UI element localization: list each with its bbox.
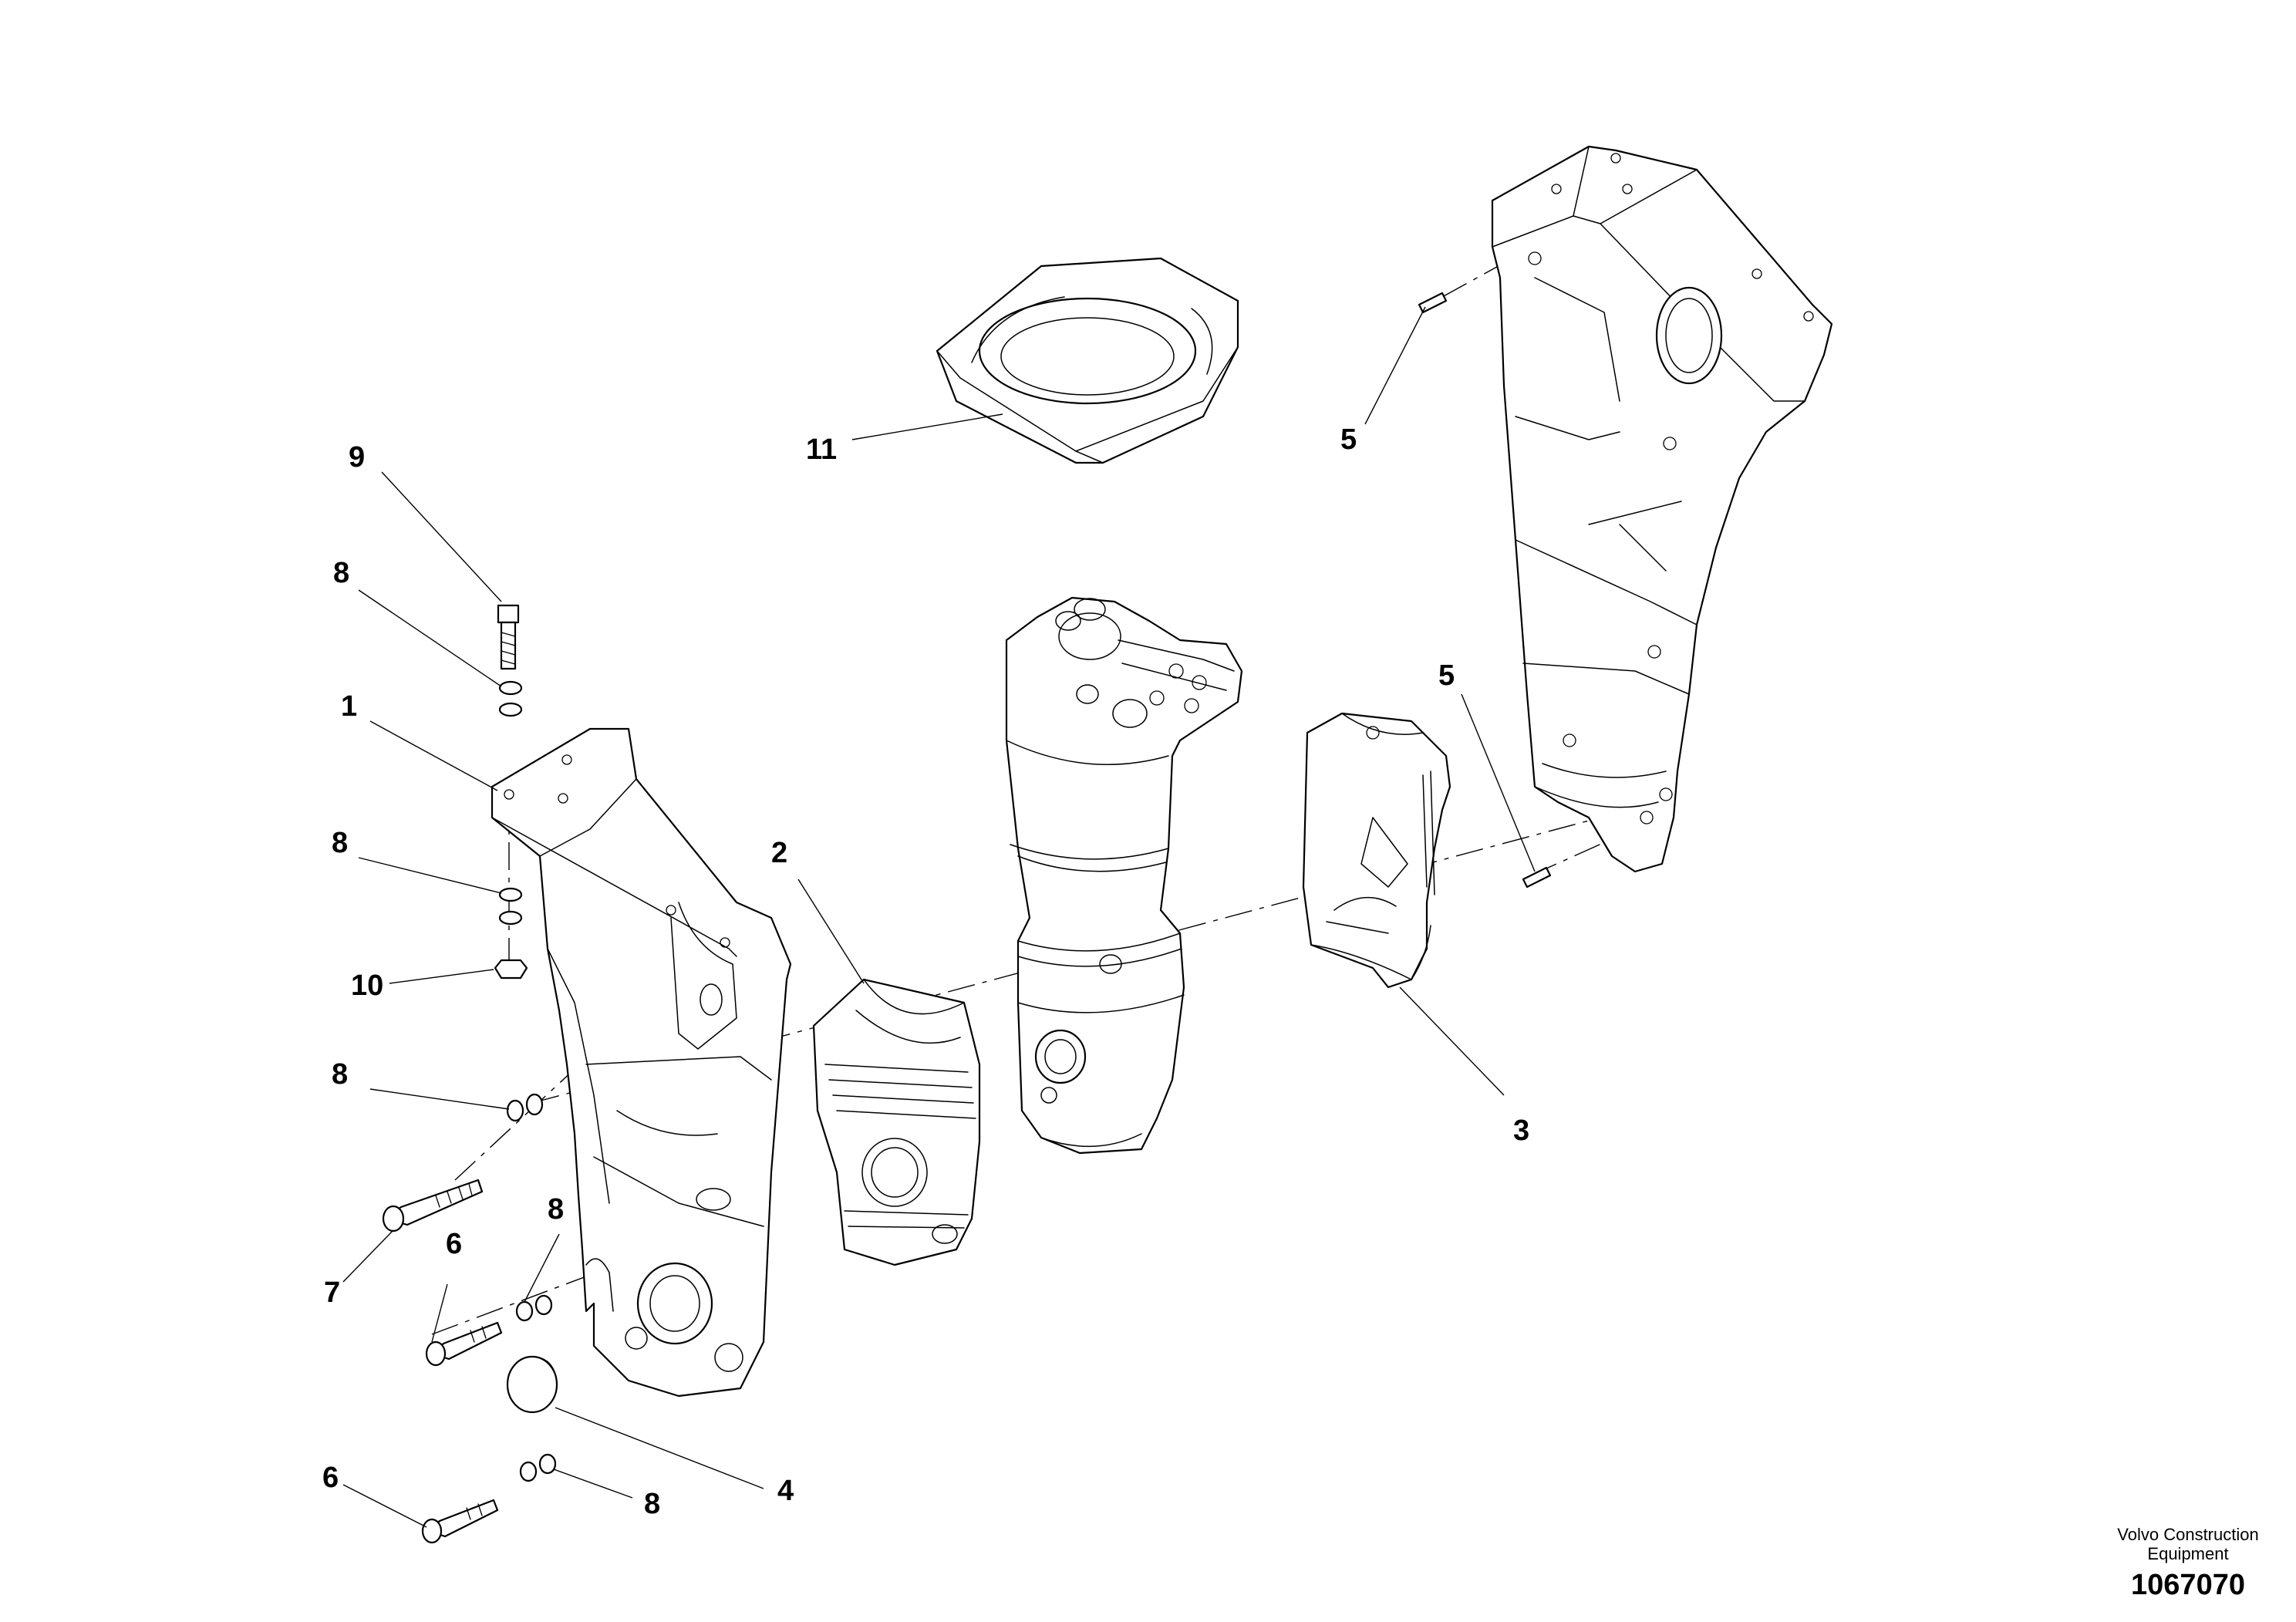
part-4-plug <box>506 1355 558 1414</box>
callout-4: 4 <box>777 1475 794 1507</box>
callout-10: 10 <box>351 969 383 1002</box>
part-8-washer-d <box>498 910 523 926</box>
callout-8: 8 <box>333 557 349 589</box>
part-2-sleeve <box>812 978 981 1266</box>
part-8-washer-b <box>498 702 523 717</box>
callout-3: 3 <box>1513 1114 1529 1147</box>
part-11-top-cover <box>936 257 1239 464</box>
callout-labels: 9 8 1 8 10 8 7 6 8 6 8 4 2 3 5 5 11 <box>322 423 1529 1520</box>
part-8-washer-h <box>534 1294 553 1316</box>
hardware <box>382 292 1552 1544</box>
drawing-number: 1067070 <box>2131 1569 2245 1601</box>
part-6-screw-lower <box>421 1499 499 1544</box>
callout-8: 8 <box>332 1058 348 1091</box>
title-block: Volvo Construction Equipment 1067070 <box>2117 1525 2258 1601</box>
callout-8: 8 <box>332 827 348 859</box>
company-name-line1: Volvo Construction <box>2117 1525 2258 1544</box>
part-1-lower-housing <box>491 727 792 1398</box>
part-7-screw <box>382 1179 484 1233</box>
callout-2: 2 <box>771 837 787 869</box>
callout-6: 6 <box>446 1228 462 1260</box>
callout-11: 11 <box>806 433 837 466</box>
part-8-washer-c <box>498 887 523 902</box>
part-9-bolt <box>497 604 520 670</box>
part-5-pin-upper <box>1418 292 1448 314</box>
leader-lines <box>342 306 1536 1528</box>
callout-6: 6 <box>322 1462 339 1494</box>
callout-7: 7 <box>324 1276 340 1309</box>
central-valve-assembly <box>1005 596 1243 1155</box>
part-5-pin-lower <box>1522 866 1552 889</box>
part-8-washer-a <box>498 680 523 696</box>
callout-5: 5 <box>1438 659 1455 692</box>
part-8-washer-f <box>525 1093 544 1116</box>
part-10-nut <box>494 959 528 980</box>
part-8-washer-e <box>506 1099 524 1122</box>
upper-housing <box>1491 145 1833 873</box>
part-8-washer-i <box>519 1461 538 1482</box>
part-8-washer-g <box>515 1300 534 1322</box>
callout-8: 8 <box>644 1488 660 1520</box>
part-3-half-shell <box>1302 712 1451 989</box>
part-8-washer-j <box>538 1453 557 1475</box>
callout-8: 8 <box>548 1193 564 1226</box>
part-6-screw-upper <box>425 1321 503 1367</box>
callout-5: 5 <box>1340 423 1357 456</box>
callout-1: 1 <box>341 690 357 723</box>
callout-9: 9 <box>349 441 365 474</box>
company-name-line2: Equipment <box>2147 1544 2228 1563</box>
